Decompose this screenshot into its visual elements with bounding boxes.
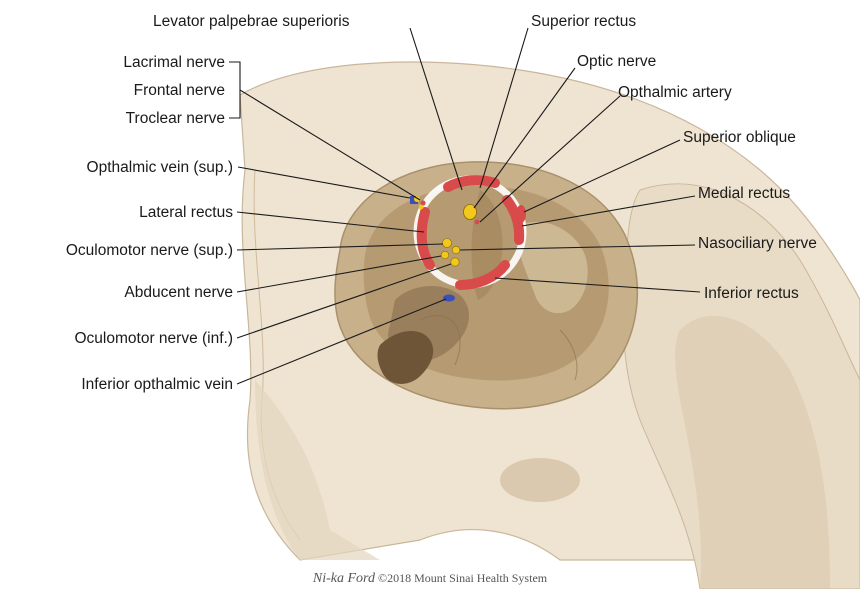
oculomotor-inf-mark <box>451 258 459 266</box>
label-oculomotor-inf: Oculomotor nerve (inf.) <box>75 330 234 347</box>
label-optic-nerve: Optic nerve <box>577 53 656 70</box>
label-abducent-nerve: Abducent nerve <box>124 284 233 301</box>
label-inferior-opthalmic-vein: Inferior opthalmic vein <box>81 376 233 393</box>
label-nasociliary: Nasociliary nerve <box>698 235 817 252</box>
abducent-mark <box>441 251 449 259</box>
label-oculomotor-sup: Oculomotor nerve (sup.) <box>66 242 233 259</box>
credit-notice: ©2018 Mount Sinai Health System <box>375 571 548 585</box>
bracket-nerves <box>229 62 240 118</box>
opthalmic-artery-mark <box>475 220 480 225</box>
troclear-nerve-mark <box>419 205 424 210</box>
label-levator: Levator palpebrae superioris <box>153 13 350 30</box>
nasociliary-mark <box>452 246 460 254</box>
label-lacrimal-nerve: Lacrimal nerve <box>123 54 225 71</box>
label-inferior-rectus: Inferior rectus <box>704 285 799 302</box>
credit-artist: Ni-ka Ford <box>312 571 376 586</box>
label-frontal-nerve: Frontal nerve <box>134 82 225 99</box>
label-opthalmic-vein-sup: Opthalmic vein (sup.) <box>87 159 233 176</box>
credit-line: Ni-ka Ford ©2018 Mount Sinai Health Syst… <box>312 571 548 586</box>
label-medial-rectus: Medial rectus <box>698 185 790 202</box>
label-lateral-rectus: Lateral rectus <box>139 204 233 221</box>
oculomotor-sup-mark <box>443 239 452 248</box>
label-superior-oblique: Superior oblique <box>683 129 796 146</box>
inferior-opthalmic-vein-mark <box>443 295 455 302</box>
label-troclear-nerve: Troclear nerve <box>126 110 225 127</box>
label-superior-rectus: Superior rectus <box>531 13 636 30</box>
label-opthalmic-artery: Opthalmic artery <box>618 84 732 101</box>
superior-oblique-origin <box>516 205 526 223</box>
